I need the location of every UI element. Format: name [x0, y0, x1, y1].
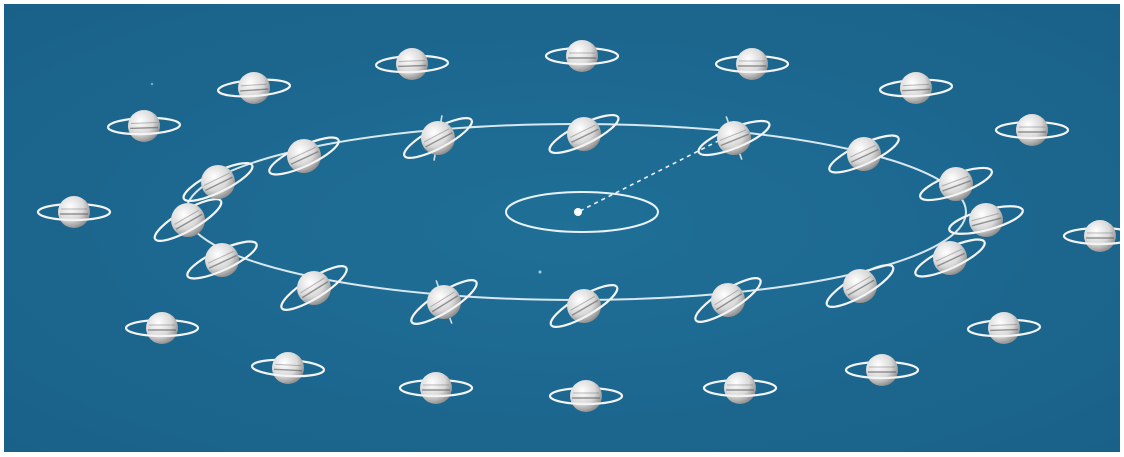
background: [4, 4, 1120, 452]
star-dot: [151, 83, 153, 85]
star-dot: [539, 271, 542, 274]
sun-dot: [574, 208, 582, 216]
saturn-orbit-diagram: [4, 4, 1120, 452]
diagram-canvas: [4, 4, 1120, 452]
